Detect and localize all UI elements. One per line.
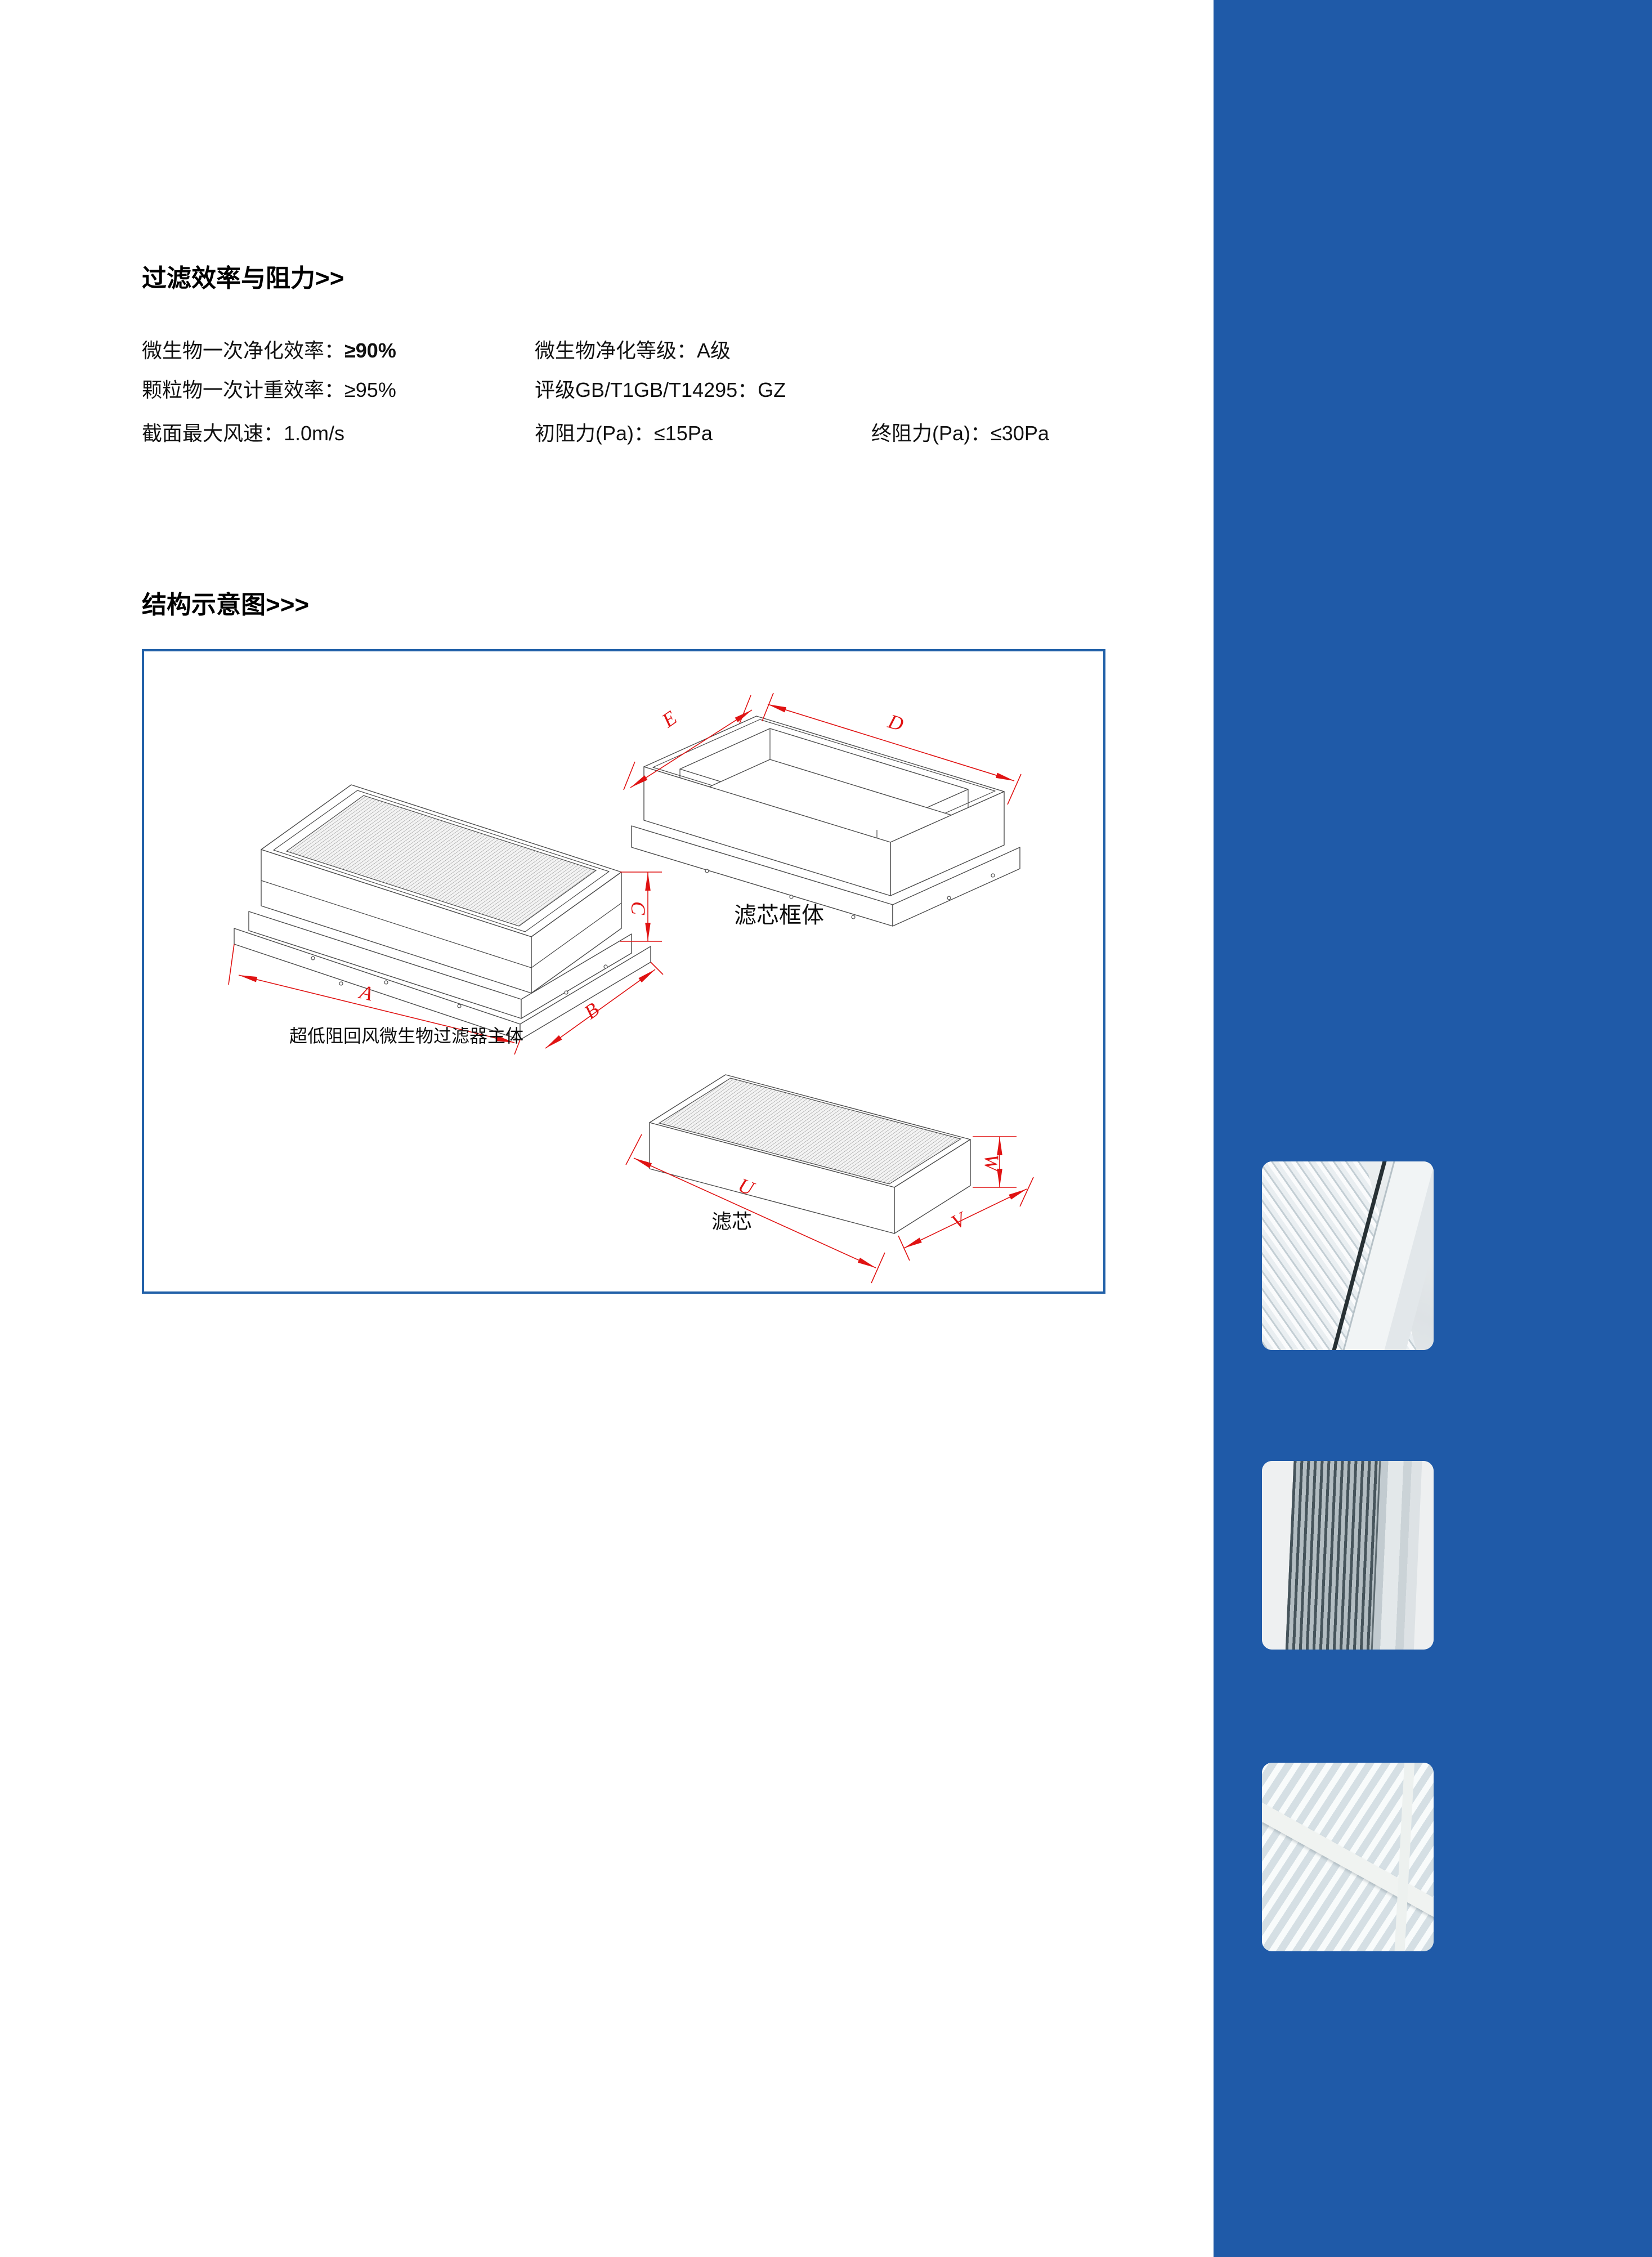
spec-initial-resistance: 初阻力(Pa)：≤15Pa (535, 421, 713, 446)
spec-label: 评级GB/T1GB/T14295： (535, 378, 758, 401)
spec-value: GZ (758, 378, 786, 401)
main-unit-drawing: A B C 超低阻回风微生物过滤器主体 (228, 784, 664, 1055)
spec-value: ≤15Pa (654, 422, 713, 445)
structure-diagram-box: A B C 超低阻回风微生物过滤器主体 (142, 649, 1105, 1294)
spec-max-velocity: 截面最大风速：1.0m/s (142, 421, 344, 446)
part-label-frame: 滤芯框体 (734, 903, 824, 928)
spec-label: 微生物一次净化效率： (142, 339, 345, 362)
pleated-media-closeup-photo (1262, 1763, 1434, 1951)
sidebar (1214, 0, 1652, 2257)
spec-label: 截面最大风速： (142, 422, 284, 445)
heading-filtration: 过滤效率与阻力>> (142, 265, 344, 292)
heading-structure: 结构示意图>>> (142, 591, 310, 619)
spec-label: 终阻力(Pa)： (871, 422, 991, 445)
spec-value: A级 (697, 339, 731, 362)
spec-value: ≤30Pa (991, 422, 1049, 445)
part-label-cartridge: 滤芯 (711, 1210, 752, 1233)
vertical-slats-texture (1284, 1461, 1380, 1650)
dim-label-D: D (885, 709, 906, 735)
dim-label-V: V (948, 1207, 971, 1233)
dim-label-W: W (981, 1154, 1003, 1173)
structure-diagram-svg: A B C 超低阻回风微生物过滤器主体 (228, 692, 1034, 1284)
part-label-main-unit: 超低阻回风微生物过滤器主体 (289, 1026, 523, 1046)
spec-label: 颗粒物一次计重效率： (142, 378, 345, 401)
cartridge-drawing: U V W 滤芯 (625, 1074, 1034, 1284)
spec-rating: 评级GB/T1GB/T14295：GZ (535, 377, 786, 403)
grille-frame-bar (1371, 1461, 1423, 1650)
spec-bio-efficiency: 微生物一次净化效率：≥90% (142, 338, 396, 364)
spec-label: 微生物净化等级： (535, 339, 697, 362)
spec-value: ≥90% (344, 339, 396, 362)
spec-value: ≥95% (344, 378, 396, 401)
louver-grille-photo (1262, 1461, 1434, 1650)
spec-label: 初阻力(Pa)： (535, 422, 655, 445)
filter-frame-corner-photo (1262, 1161, 1434, 1350)
dim-label-C: C (627, 901, 650, 915)
dim-label-E: E (657, 706, 681, 732)
spec-value: 1.0m/s (284, 422, 345, 445)
frame-drawing: E D 滤芯框体 (623, 692, 1022, 928)
spec-final-resistance: 终阻力(Pa)：≤30Pa (871, 421, 1049, 446)
spec-particle-efficiency: 颗粒物一次计重效率：≥95% (142, 377, 396, 403)
spec-bio-grade: 微生物净化等级：A级 (535, 338, 731, 364)
